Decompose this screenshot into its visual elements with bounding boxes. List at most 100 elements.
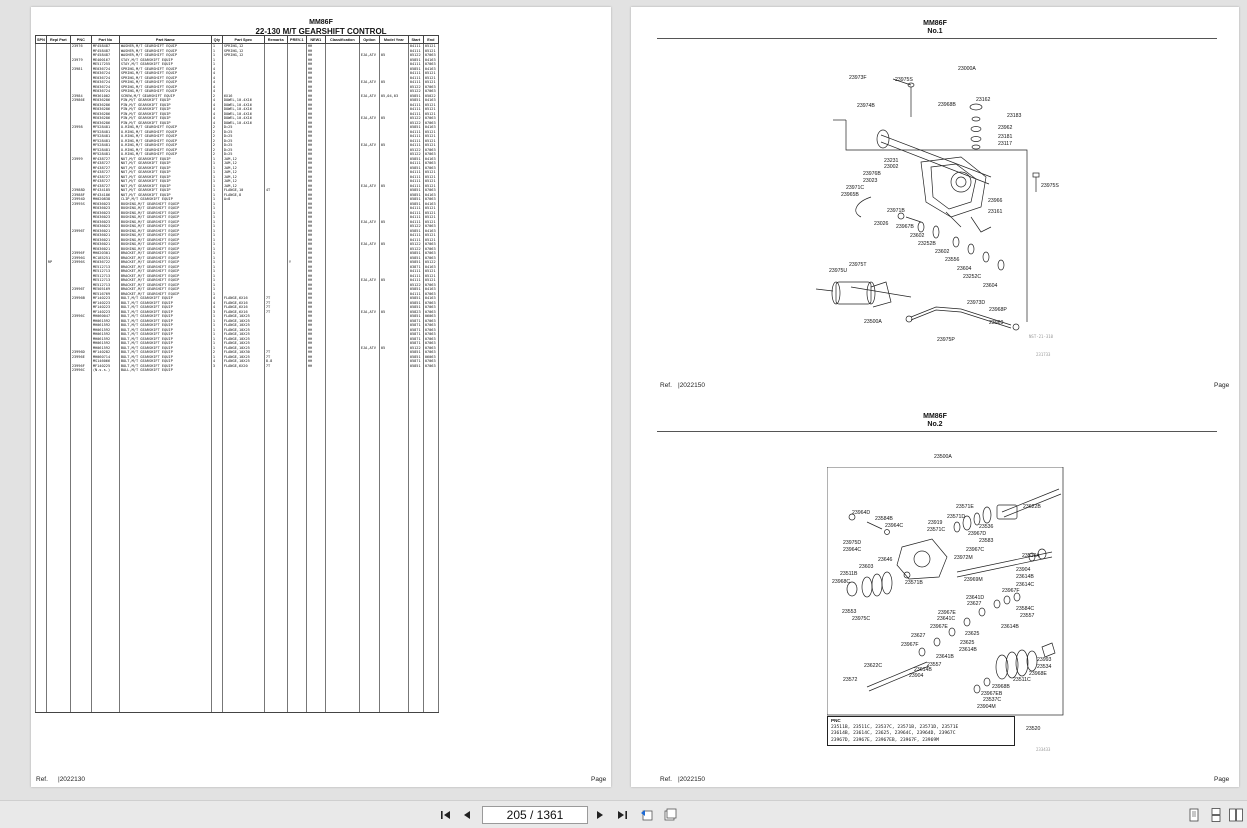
fig1-callout-label: 23975S (1041, 183, 1059, 189)
table-cell: 07063 (422, 224, 439, 229)
table-cell: 04163 (422, 98, 439, 103)
fig2-callout-label: 23969M (964, 577, 983, 583)
fig1-footer-ref-label: Ref. (660, 382, 672, 389)
page-number-input[interactable]: 205 / 1361 (482, 806, 588, 824)
fig1-callout-label: 23975U (829, 268, 848, 274)
single-page-icon[interactable] (1186, 807, 1202, 823)
table-cell: 07063 (422, 188, 439, 193)
fig2-callout-label: 23641C (937, 616, 956, 622)
table-cell: 05121 (422, 183, 439, 188)
fig2-callout-label: 23967EB (981, 691, 1003, 697)
table-cell: 06063 (422, 314, 439, 319)
fig1-callout-label: 23962 (998, 125, 1013, 131)
page-model: MM86F (309, 19, 333, 26)
first-page-icon[interactable] (438, 807, 454, 823)
next-page-icon[interactable] (592, 807, 608, 823)
table-cell: 04163 (422, 296, 439, 301)
fig1-callout-label: 23162 (976, 97, 991, 103)
fig2-callout-label: 23967E (930, 624, 948, 630)
fig1-callout-label: 23965B (841, 192, 859, 198)
fig2-callout-label: 23614B (914, 667, 932, 673)
table-cell: 07063 (422, 251, 439, 256)
column-header: PREV-1 (286, 35, 307, 44)
column-header: SPN (35, 35, 47, 44)
table-cell: 07063 (422, 53, 439, 58)
column-header: Remarks (263, 35, 288, 44)
fig1-divider (657, 38, 1217, 39)
prev-page-icon[interactable] (459, 807, 475, 823)
fig2-callout-label: 23967E (938, 610, 956, 616)
page-forward-icon[interactable] (662, 807, 678, 823)
table-cell: 07063 (422, 84, 439, 89)
table-cell: 07063 (422, 359, 439, 364)
table-cell (422, 368, 439, 373)
table-cell: 06063 (422, 354, 439, 359)
fig2-callout-label: 23614B (1001, 624, 1019, 630)
fig2-callout-label: 23904 (1016, 567, 1031, 573)
fig2-model: MM86F (923, 413, 947, 420)
table-cell: 07063 (422, 116, 439, 121)
page-back-icon[interactable] (639, 807, 655, 823)
column-header: PNC (69, 35, 92, 44)
table-cell: 07063 (422, 246, 439, 251)
fig1-callout-label: 23602 (910, 233, 925, 239)
table-cell: 05121 (422, 143, 439, 148)
fig1-callout-label: 23967B (896, 224, 914, 230)
continuous-page-icon[interactable] (1208, 807, 1224, 823)
footer-ref-label: Ref. (36, 776, 48, 783)
pnc-line-2: 23614B, 23614C, 23625, 23964C, 23964D, 2… (831, 731, 956, 737)
fig2-callout-label: 23625 (960, 640, 975, 646)
fig2-callout-label: 23975D (843, 540, 862, 546)
last-page-icon[interactable] (614, 807, 630, 823)
table-cell: 05122 (422, 260, 439, 265)
fig2-callout-label: 23511B (840, 571, 858, 577)
fig2-callout-label: 23964D (852, 510, 871, 516)
fig1-callout-label: 23026 (874, 221, 889, 227)
fig2-callout-label: 23584B (875, 516, 893, 522)
fig2-callout-label: 23975C (852, 616, 871, 622)
table-cell: 07063 (422, 336, 439, 341)
fig1-callout-label: 23971C (846, 185, 865, 191)
fig2-assembly-label: 23500A (934, 454, 952, 460)
fig1-assembly-label: 23000A (958, 66, 976, 72)
table-cell: 05121 (422, 174, 439, 179)
table-cell: 05121 (422, 102, 439, 107)
table-cell: 04163 (422, 287, 439, 292)
column-header: Classification (324, 35, 360, 44)
fig1-callout-label: 23231 (884, 158, 899, 164)
fig2-callout-label: 23557 (1020, 613, 1035, 619)
table-cell: 05121 (422, 215, 439, 220)
table-cell: 04163 (422, 125, 439, 130)
table-cell: 07063 (422, 363, 439, 368)
two-page-icon[interactable] (1228, 807, 1244, 823)
column-header: Part No (90, 35, 120, 44)
